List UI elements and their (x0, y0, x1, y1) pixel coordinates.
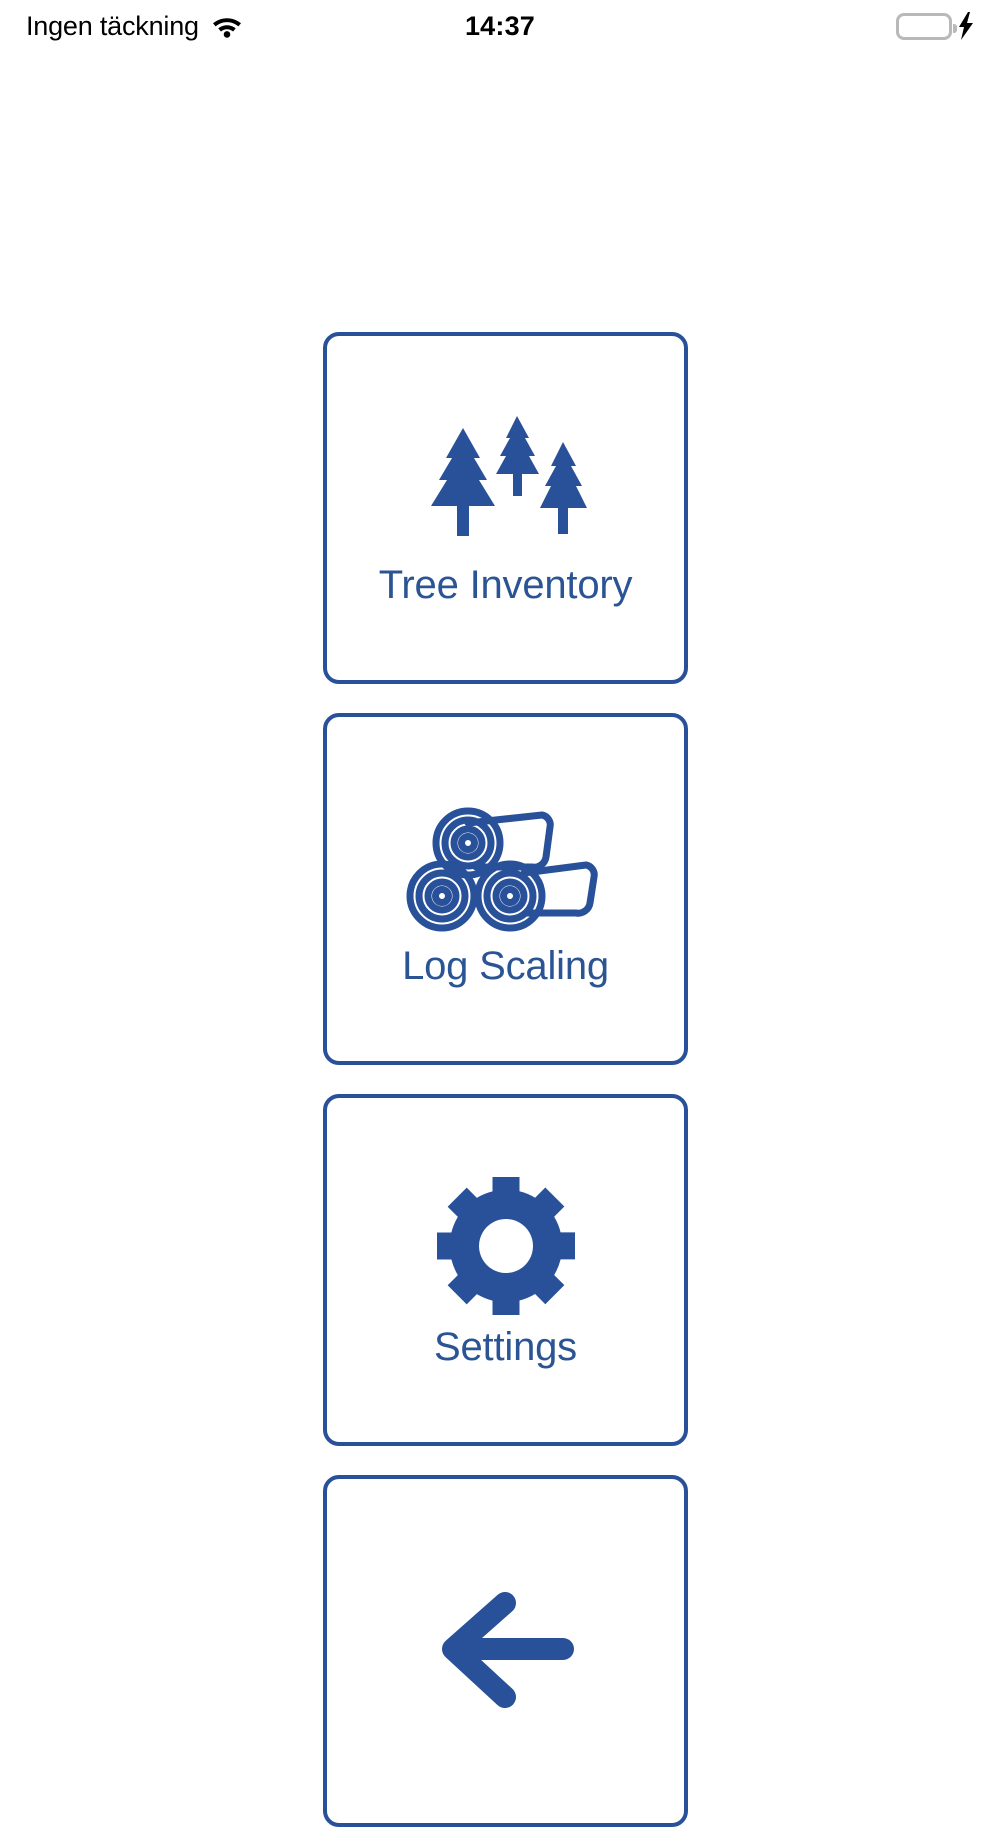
trees-icon (411, 409, 601, 559)
wifi-icon (211, 14, 243, 38)
status-bar: Ingen täckning 14:37 (0, 0, 1000, 52)
battery-icon (896, 12, 957, 40)
menu-card-tree-inventory[interactable]: Tree Inventory (323, 332, 688, 684)
status-bar-left: Ingen täckning (26, 11, 243, 42)
main-menu: Tree Inventory (323, 332, 688, 1827)
menu-card-label-tree-inventory: Tree Inventory (378, 563, 633, 607)
gear-icon (431, 1171, 581, 1321)
menu-card-log-scaling[interactable]: Log Scaling (323, 713, 688, 1065)
carrier-label: Ingen täckning (26, 10, 199, 41)
status-bar-right (896, 12, 974, 40)
menu-card-label-log-scaling: Log Scaling (402, 944, 609, 988)
lightning-bolt-icon (958, 12, 974, 40)
log-stack-icon (406, 790, 606, 940)
clock-label: 14:37 (464, 10, 536, 41)
menu-card-back[interactable] (323, 1475, 688, 1827)
menu-card-label-settings: Settings (434, 1325, 577, 1369)
arrow-left-icon (431, 1564, 581, 1734)
menu-card-settings[interactable]: Settings (323, 1094, 688, 1446)
